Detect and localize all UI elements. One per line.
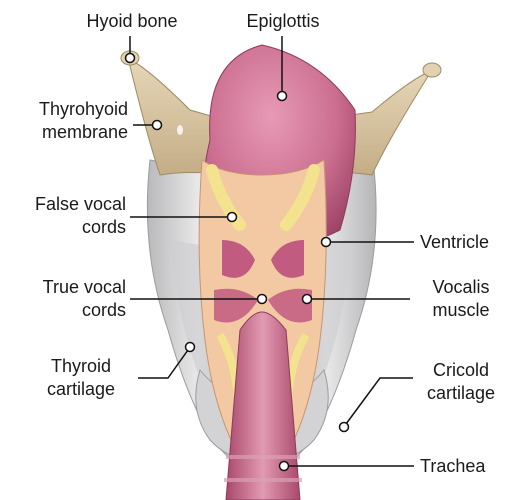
label-cricoid-cartilage: Cricold cartilage xyxy=(413,359,509,405)
label-false-vocal-cords: False vocal cords xyxy=(0,193,126,239)
label-ventricle: Ventricle xyxy=(420,231,510,254)
label-vocalis-muscle: Vocalis muscle xyxy=(413,276,509,322)
label-true-vocal-line2: cords xyxy=(0,299,126,322)
label-cricoid-line1: Cricold xyxy=(413,359,509,382)
label-false-vocal-line1: False vocal xyxy=(0,193,126,216)
label-thyroid-line1: Thyroid xyxy=(28,355,134,378)
label-thyrohyoid-line1: Thyrohyoid xyxy=(0,98,128,121)
pointer-hyoid-bone xyxy=(126,36,135,63)
label-trachea: Trachea xyxy=(420,455,510,478)
pointer-trachea xyxy=(280,462,415,471)
label-vocalis-line1: Vocalis xyxy=(413,276,509,299)
pointer-cricoid-cartilage xyxy=(340,378,414,432)
label-thyrohyoid-membrane: Thyrohyoid membrane xyxy=(0,98,128,144)
label-true-vocal-cords: True vocal cords xyxy=(0,276,126,322)
label-thyroid-line2: cartilage xyxy=(28,378,134,401)
label-thyroid-cartilage: Thyroid cartilage xyxy=(28,355,134,401)
label-hyoid-bone: Hyoid bone xyxy=(72,10,192,33)
label-true-vocal-line1: True vocal xyxy=(0,276,126,299)
label-thyrohyoid-line2: membrane xyxy=(0,121,128,144)
label-epiglottis: Epiglottis xyxy=(228,10,338,33)
label-cricoid-line2: cartilage xyxy=(413,382,509,405)
label-false-vocal-line2: cords xyxy=(0,216,126,239)
label-vocalis-line2: muscle xyxy=(413,299,509,322)
